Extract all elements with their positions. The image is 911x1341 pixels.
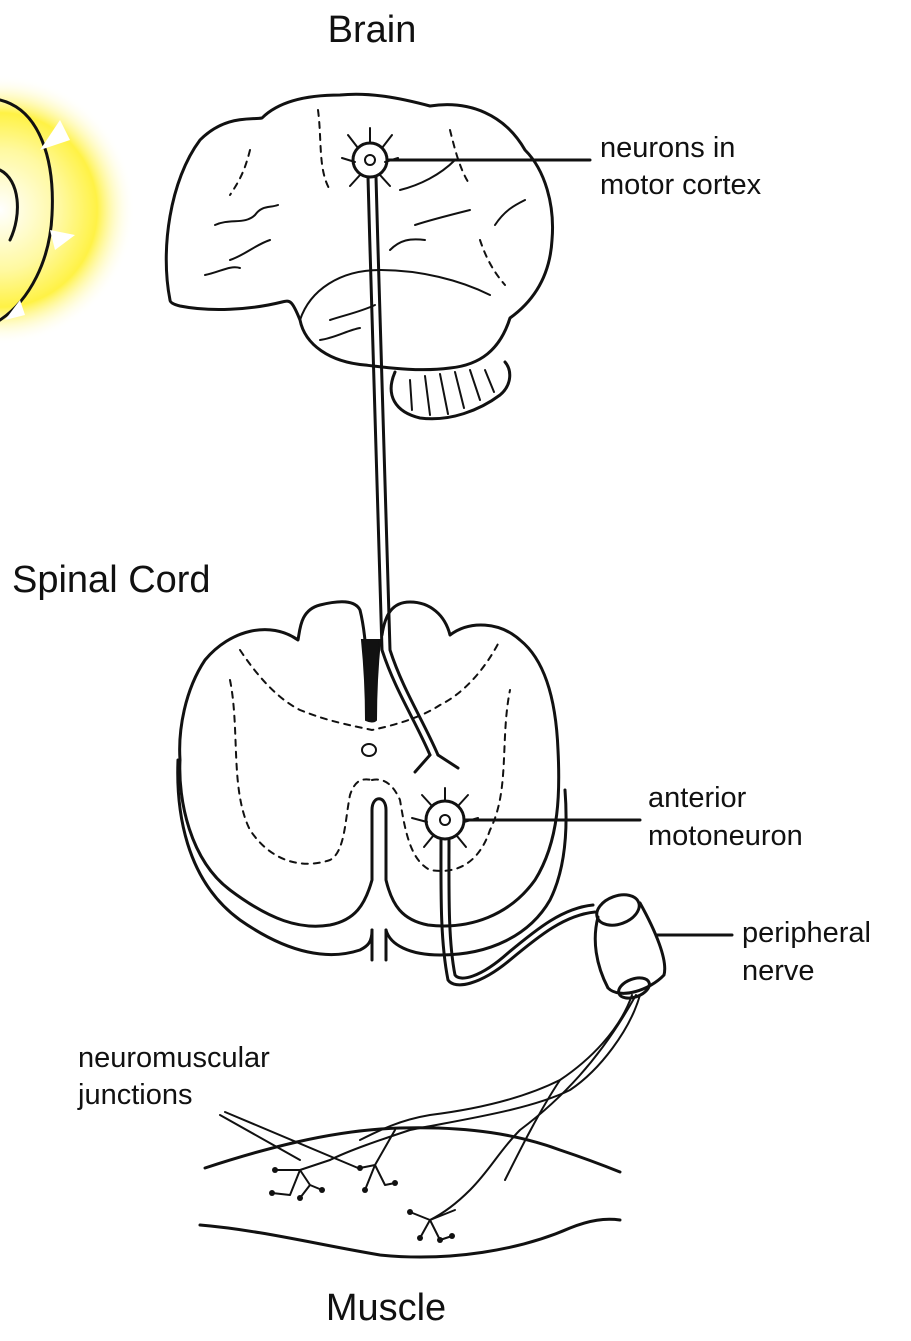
motor-cortex-label-line1: neurons in [600, 132, 735, 164]
nerve-branches [330, 995, 640, 1220]
peripheral-nerve-label-line2: nerve [742, 955, 815, 987]
corticospinal-axon [368, 177, 458, 772]
peripheral-nerve-icon [593, 889, 665, 1002]
spinal-cord-title: Spinal Cord [12, 559, 211, 601]
spinal-cord-drawing [178, 602, 566, 960]
motor-cortex-neuron [342, 128, 398, 186]
muscle-drawing [200, 1128, 620, 1257]
peripheral-axon [441, 840, 595, 985]
sun-glow-icon [0, 75, 140, 355]
nmj-label-line1: neuromuscular [78, 1042, 270, 1074]
nmj-label-line2: junctions [77, 1079, 192, 1111]
muscle-title: Muscle [326, 1287, 446, 1329]
brain-drawing [166, 94, 552, 419]
anterior-motoneuron [412, 788, 478, 847]
motoneuron-label-line2: motoneuron [648, 820, 803, 852]
nmj-leader-line-2 [225, 1112, 358, 1168]
neuromuscular-junction-1 [269, 1160, 330, 1201]
neuromuscular-junction-3 [407, 1209, 455, 1243]
motoneuron-label-line1: anterior [648, 782, 747, 814]
brain-title: Brain [328, 9, 417, 51]
motor-cortex-label-line2: motor cortex [600, 169, 762, 201]
peripheral-nerve-label-line1: peripheral [742, 917, 871, 949]
